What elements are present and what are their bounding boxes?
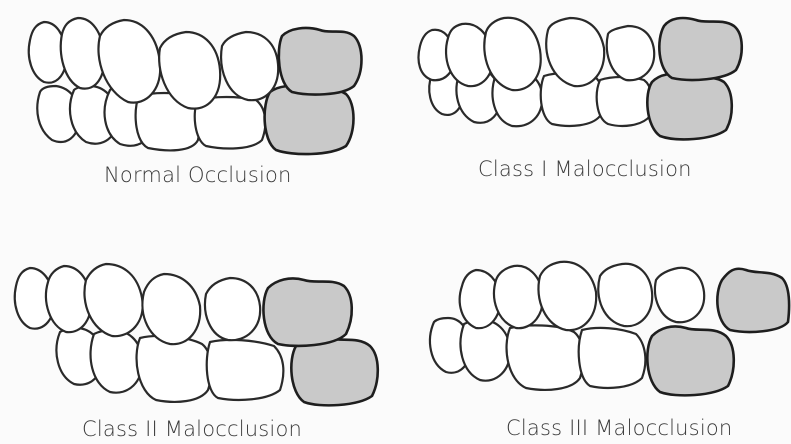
lower-teeth bbox=[430, 318, 734, 395]
lower-molar bbox=[647, 74, 731, 139]
upper-tooth bbox=[538, 262, 596, 330]
lower-tooth bbox=[507, 325, 584, 389]
upper-tooth bbox=[607, 26, 654, 80]
upper-molar bbox=[279, 28, 362, 94]
upper-tooth bbox=[98, 20, 160, 103]
lower-molar bbox=[647, 326, 733, 395]
lower-tooth bbox=[579, 328, 646, 388]
lower-tooth bbox=[461, 320, 511, 381]
upper-molar bbox=[263, 278, 351, 345]
upper-molar bbox=[717, 269, 789, 332]
upper-tooth bbox=[598, 264, 652, 326]
upper-tooth bbox=[84, 264, 142, 336]
caption-class-ii-malocclusion: Class II Malocclusion bbox=[82, 417, 302, 441]
panel-class-i bbox=[419, 18, 742, 140]
caption-class-i-malocclusion: Class I Malocclusion bbox=[478, 157, 692, 181]
upper-tooth bbox=[221, 32, 278, 100]
lower-tooth bbox=[91, 330, 143, 393]
lower-tooth bbox=[207, 340, 284, 400]
upper-tooth bbox=[494, 266, 543, 328]
lower-tooth bbox=[597, 77, 652, 126]
upper-tooth bbox=[142, 274, 200, 344]
upper-molar bbox=[659, 18, 741, 80]
panel-class-iii bbox=[430, 262, 789, 396]
upper-tooth bbox=[205, 278, 260, 340]
panel-normal-occlusion bbox=[29, 18, 362, 154]
lower-tooth bbox=[137, 336, 212, 402]
upper-teeth bbox=[460, 262, 789, 332]
upper-tooth bbox=[655, 268, 704, 322]
lower-molar bbox=[265, 86, 354, 154]
panel-class-ii bbox=[15, 264, 378, 405]
upper-teeth bbox=[419, 18, 742, 90]
caption-class-iii-malocclusion: Class III Malocclusion bbox=[506, 416, 732, 440]
caption-normal-occlusion: Normal Occlusion bbox=[104, 163, 292, 187]
